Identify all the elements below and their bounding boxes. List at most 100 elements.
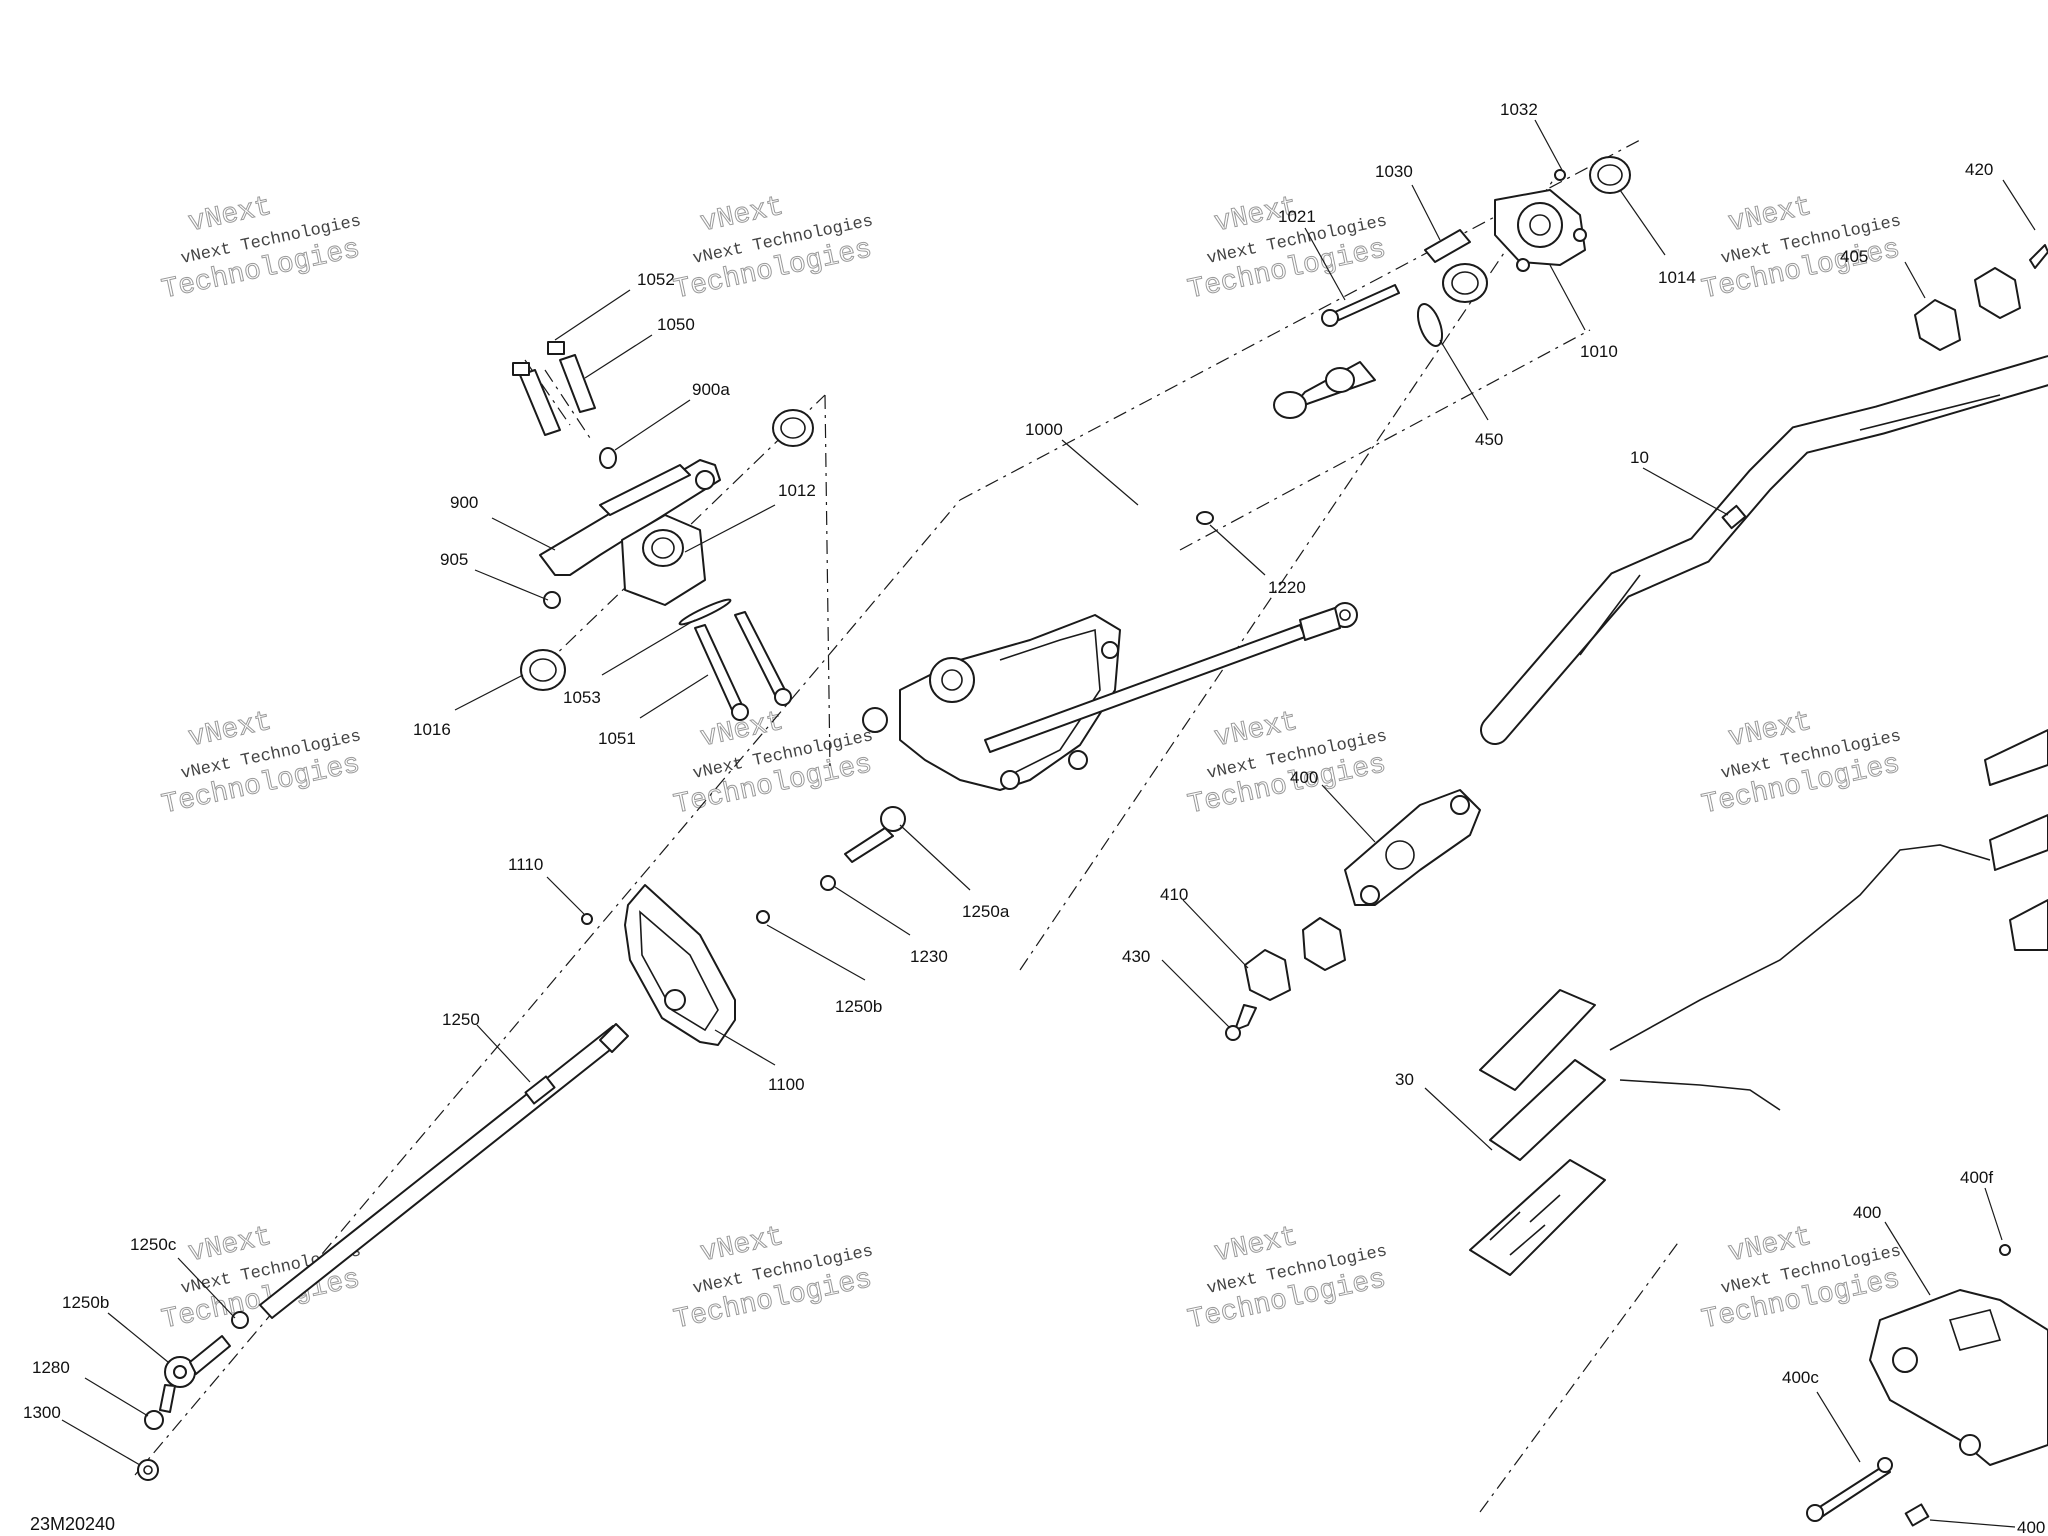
- callout-1014: 1014: [1658, 268, 1696, 287]
- callout-1032: 1032: [1500, 100, 1538, 119]
- watermark: vNext vNext Technologies Technologies: [671, 191, 876, 307]
- riser-axis: [1479, 1239, 1681, 1513]
- bolt-1220: [1196, 511, 1214, 525]
- bearing-seal: [1442, 263, 1488, 303]
- callout-1010: 1010: [1580, 342, 1618, 361]
- callout-420: 420: [1965, 160, 1993, 179]
- callout-1110: 1110: [508, 855, 543, 874]
- callout-450: 450: [1475, 430, 1503, 449]
- pin-900a: [599, 447, 617, 469]
- grip-sleeve: [1479, 989, 1606, 1161]
- bar-axis: [1019, 169, 1561, 971]
- nut-1052b: [547, 341, 565, 355]
- seal-1016: [520, 649, 566, 691]
- callout-1021: 1021: [1278, 207, 1316, 226]
- steering-shaft: [259, 1023, 629, 1319]
- callout-1012: 1012: [778, 481, 816, 500]
- nut-1230: [820, 875, 836, 891]
- clamp-halves-410: [1244, 917, 1346, 1001]
- spacer-1050b: [559, 354, 596, 413]
- callout-905: 905: [440, 550, 468, 569]
- seal-upper: [772, 409, 814, 447]
- callout-400-bottom: 400: [2017, 1518, 2045, 1536]
- watermark: vNext vNext Technologies Technologies: [1699, 1221, 1904, 1337]
- callout-400f: 400f: [1960, 1168, 1993, 1187]
- clip-1032: [1554, 169, 1566, 181]
- callout-10: 10: [1630, 448, 1649, 467]
- watermark: vNext vNext Technologies Technologies: [1185, 706, 1390, 822]
- callout-1100: 1100: [768, 1075, 805, 1094]
- jam-nut: [137, 1459, 159, 1481]
- clamp-axis-2: [544, 369, 591, 439]
- watermark: vNext vNext Technologies Technologies: [1185, 1221, 1390, 1337]
- upper-bushing-1010: [1494, 189, 1587, 272]
- bolt-430: [1225, 1004, 1257, 1041]
- parts: [137, 156, 2048, 1527]
- callout-430: 430: [1122, 947, 1150, 966]
- callout-1052: 1052: [637, 270, 675, 289]
- grip-tubes-right: [1984, 729, 2048, 951]
- bolts-1051: [694, 611, 792, 721]
- ball-joint-1250a: [844, 806, 906, 863]
- watermark: vNext vNext Technologies Technologies: [159, 706, 364, 822]
- callout-30: 30: [1395, 1070, 1414, 1089]
- bolt-400c: [1806, 1464, 1891, 1522]
- watermark: vNext vNext Technologies Technologies: [159, 1221, 364, 1337]
- heater-wire: [1609, 844, 1991, 1051]
- steering-gear-housing: [862, 614, 1121, 791]
- callout-1250: 1250: [442, 1010, 480, 1029]
- callout-900: 900: [450, 493, 478, 512]
- leader-lines: [61, 119, 2036, 1528]
- callout-1053: 1053: [563, 688, 601, 707]
- lock-nut: [144, 1410, 164, 1430]
- column-axis: [1179, 329, 1591, 551]
- plug-400: [1904, 1503, 1930, 1527]
- steering-axis: [134, 499, 961, 1476]
- callout-1000: 1000: [1025, 420, 1063, 439]
- diagram-code: 23M20240: [30, 1514, 115, 1534]
- callout-1250c: 1250c: [130, 1235, 177, 1254]
- vertical-axis: [824, 394, 831, 771]
- clamp-halves-405: [1914, 267, 2021, 351]
- callout-1280: 1280: [32, 1358, 70, 1377]
- riser-400: [1869, 1289, 2048, 1466]
- callout-1030: 1030: [1375, 162, 1413, 181]
- callout-1300: 1300: [23, 1403, 61, 1422]
- callout-labels: 1032 1030 1021 1014 1010 420 405 450 100…: [23, 100, 2045, 1536]
- spacer-1030: [1424, 229, 1471, 263]
- washer-1053: [678, 598, 732, 626]
- handlebar: [1480, 355, 2048, 745]
- clamp-block-1012: [621, 514, 706, 606]
- grip-30: [1469, 1159, 1606, 1276]
- watermark: vNext vNext Technologies Technologies: [671, 706, 876, 822]
- callout-1230: 1230: [910, 947, 948, 966]
- heater-wire-2: [1619, 1079, 1781, 1111]
- watermark: vNext vNext Technologies Technologies: [159, 191, 364, 307]
- callout-1051: 1051: [598, 729, 636, 748]
- bolt-420: [2029, 244, 2048, 269]
- callout-405: 405: [1840, 247, 1868, 266]
- washer-450: [1416, 303, 1444, 347]
- watermark: vNext vNext Technologies Technologies: [1699, 706, 1904, 822]
- washer-400c: [1877, 1457, 1893, 1473]
- watermark: vNext vNext Technologies Technologies: [671, 1221, 876, 1337]
- callout-400-lower: 400: [1853, 1203, 1881, 1222]
- nut-400f: [1999, 1244, 2011, 1256]
- bolt-1021: [1321, 284, 1400, 327]
- callout-400c: 400c: [1782, 1368, 1819, 1387]
- washer-1250b: [756, 910, 770, 924]
- watermark: vNext vNext Technologies Technologies: [1699, 191, 1904, 307]
- bar-clamp-400: [1344, 789, 1481, 906]
- shaft-bushing: [231, 1311, 249, 1329]
- callout-1250b-lower: 1250b: [62, 1293, 109, 1312]
- tie-rod-end-lower: [159, 1335, 231, 1413]
- callout-900a: 900a: [692, 380, 730, 399]
- callout-1220: 1220: [1268, 578, 1306, 597]
- steering-support-cover: [624, 884, 736, 1046]
- callout-1016: 1016: [413, 720, 451, 739]
- steering-column: [995, 361, 1390, 680]
- callout-1250b: 1250b: [835, 997, 882, 1016]
- callout-1250a: 1250a: [962, 902, 1010, 921]
- tie-rod: [984, 602, 1358, 753]
